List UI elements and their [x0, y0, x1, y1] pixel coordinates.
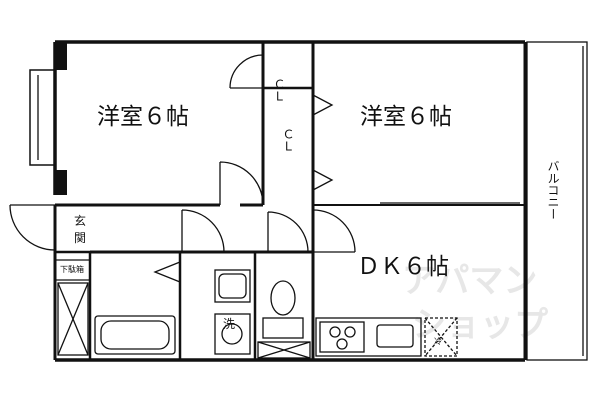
room-label-western-right: 洋室６帖	[360, 104, 452, 130]
room-label-western-left: 洋室６帖	[97, 104, 189, 130]
shoe-box-label: 下駄箱	[60, 264, 84, 274]
washing-machine-area	[214, 269, 251, 355]
closet-label-top: ＣＬ	[272, 78, 286, 102]
watermark-line1: アパマン	[402, 261, 537, 301]
toilet	[257, 280, 311, 359]
refrigerator-label: 冷	[434, 336, 442, 346]
balcony	[526, 41, 588, 361]
entrance-label-2: 関	[74, 231, 86, 245]
outer-walls	[29, 40, 527, 362]
shoe-cabinet	[57, 282, 89, 356]
room-label-dk: ＤＫ６帖	[357, 254, 449, 280]
bathtub	[94, 315, 176, 355]
doors	[9, 54, 356, 283]
kitchen-counter	[315, 317, 458, 357]
closet-label-bottom: ＣＬ	[281, 128, 295, 152]
interior-walls	[55, 42, 525, 360]
washbasin-label: 洗	[223, 317, 235, 331]
balcony-label: バルコニー	[546, 160, 560, 220]
entrance-label-1: 玄	[74, 213, 86, 228]
